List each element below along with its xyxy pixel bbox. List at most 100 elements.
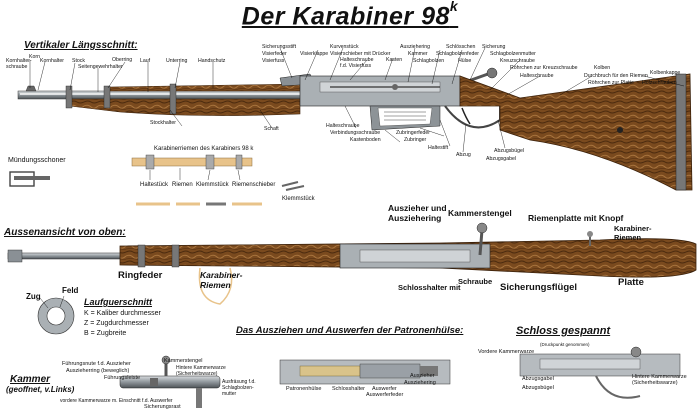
label-halteschraube-2: Halteschraube — [326, 123, 360, 129]
title-superscript: k — [449, 0, 459, 14]
label-kastenboden: Kastenboden — [350, 137, 381, 143]
label-stock: Stock — [72, 58, 85, 64]
label-stockhalter: Stockhalter — [150, 120, 176, 126]
label-verbindungsschraube: Verbindungsschraube — [330, 130, 381, 136]
label-visierfuss: Visierfuss — [262, 58, 285, 64]
label-visierschieber: Visierschieber mit Drücker — [330, 51, 391, 57]
label-abzugsgabel-cocked: Abzugsgabel — [522, 376, 554, 382]
label-riemenplatte: Riemenplatte mit Knopf — [528, 213, 624, 223]
extraction-drawing — [279, 359, 451, 385]
label-abzugsbugel-cocked: Abzugsbügel — [522, 385, 554, 391]
label-lauf: Lauf — [140, 58, 151, 64]
label-durchbruch: Durchbruch für den Riemen — [584, 73, 648, 79]
label-schlagbolzen: Schlagbolzen — [413, 58, 445, 64]
label-kolbenkappe: Kolbenkappe — [650, 70, 681, 76]
label-feld: Feld — [62, 286, 79, 295]
label-auszieherring-bew: Auszieherring (beweglich) — [66, 368, 130, 374]
label-fuhrungsleiste: Führungsleiste — [104, 375, 141, 381]
section-extraction-title: Das Ausziehen und Auswerfen der Patronen… — [236, 325, 464, 336]
label-zubringerfeder: Zubringerfeder — [396, 130, 431, 136]
label-schlagbolzenmutter: Schlagbolzenmutter — [490, 51, 536, 57]
bolt-subtitle: (geoffnet, v.Links) — [6, 385, 75, 394]
label-kammer: Kammer — [408, 51, 428, 57]
label-hintere-kammerwarze-cocked: Hintere Kammerwarze (Sicherheitswarze) — [632, 374, 687, 386]
label-ausfrasung: Ausfräsung f.d. Schlagbolzen- mutter — [222, 379, 256, 397]
section-vertical-title: Vertikaler Längsschnitt: — [24, 40, 138, 51]
label-visierklappe: Visierklappe — [300, 51, 329, 57]
label-schaft: Schaft — [264, 126, 279, 132]
label-riemen: Riemen — [172, 182, 193, 188]
label-ringfeder: Ringfeder — [118, 270, 163, 281]
bore-cross-section — [37, 295, 75, 335]
label-kornhalter-schraube: Kornhalter- schraube — [6, 58, 32, 70]
label-rohrchen-kreuzschraube: Röhrchen zur Kreuzschraube — [510, 65, 578, 71]
label-schlosschen: Schlösschen — [446, 44, 476, 50]
label-haltestuck: Haltestück — [140, 182, 169, 188]
label-bore-b: B = Zugbreite — [84, 330, 127, 337]
label-klemmstuck: Klemmstück — [196, 182, 229, 188]
label-fuhrungsnute: Führungsnute f.d. Auszieher — [62, 361, 131, 367]
label-vordere-kammerwarze-cocked: Vordere Kammerwarze — [478, 349, 535, 355]
label-sicherungsrast: Sicherungsrast — [144, 404, 181, 410]
label-ausziehering: Ausziehering — [400, 44, 430, 50]
label-korn: Korn — [29, 54, 40, 60]
label-kolben: Kolben — [594, 65, 611, 71]
page-title: Der Karabiner 98k — [0, 0, 700, 31]
label-oberring: Oberring — [112, 57, 133, 63]
label-ausziehring-outside: Auszieher und Ausziehering — [388, 203, 447, 223]
label-hulse: Hülse — [458, 58, 472, 64]
section-outside-title: Aussenansicht von oben: — [4, 227, 126, 238]
label-schlosshalter-outside: Schlosshalter mit — [398, 283, 461, 292]
label-zug: Zug — [26, 292, 41, 301]
label-seitengewehrhalter: Seitengewehrhalter — [78, 64, 123, 70]
cocked-drawing — [519, 346, 681, 399]
label-sicherungsstift: Sicherungsstift — [262, 44, 297, 50]
label-abzugsbugel: Abzugsbügel — [494, 148, 524, 154]
label-rohrchen-platte: Röhrchen zur Platte — [588, 80, 634, 86]
label-schlagbolzenfeder: Schlagbolzenfeder — [436, 51, 479, 57]
label-abzug: Abzug — [456, 152, 471, 158]
label-handschutz: Handschutz — [198, 58, 226, 64]
label-haltestift: Haltestift — [428, 145, 449, 151]
label-karabiner-riemen-right: Karabiner- Riemen — [614, 224, 652, 242]
label-abzugsgabel: Abzugsgabel — [486, 156, 516, 162]
label-halteschraube-visier: Halteschraube f.d. Visierfuss — [340, 57, 374, 69]
rifle-outside-drawing — [7, 222, 697, 305]
label-kammerstengel-outside: Kammerstengel — [448, 208, 512, 218]
section-leader-lines — [29, 47, 685, 153]
label-holzschrauben: Holzschrauben — [642, 80, 677, 86]
label-kurvenstuck: Kurvenstück — [330, 44, 359, 50]
label-kasten: Kasten — [386, 57, 403, 63]
label-druckpunkt: (Druckpunkt genommen) — [540, 342, 590, 347]
sling-parts-drawing — [9, 154, 305, 206]
rifle-section-drawing — [17, 67, 693, 191]
label-unterring: Unterring — [166, 58, 188, 64]
label-visierfeder: Visierfeder — [262, 51, 287, 57]
label-bore-k: K = Kaliber durchmesser — [84, 310, 161, 317]
label-karabiner-riemen-left: Karabiner- Riemen — [200, 270, 243, 290]
label-auswerferfeder: Auswerferfeder — [366, 392, 404, 398]
label-ausziehering-extraction: Ausziehering — [404, 380, 436, 386]
label-auswerfer: Auswerfer — [372, 386, 397, 392]
label-schlosshalter-extraction: Schlosshalter — [332, 386, 366, 392]
title-text: Der Karabiner 98 — [241, 2, 450, 31]
label-klemmstuck-2: Klemmstück — [282, 196, 315, 202]
label-vordere-kammerwarze-bolt: vordere Kammerwarze m. Einschnitt f.d. A… — [60, 398, 173, 404]
label-kammerstengel-bolt: Kammerstengel — [164, 358, 203, 364]
label-karabinerriemen-title: Karabinerriemen des Karabiners 98 k — [154, 146, 254, 152]
label-auszieher-extraction: Auszieher — [410, 373, 435, 379]
label-platte: Platte — [618, 277, 644, 288]
label-zubringer: Zubringer — [404, 137, 427, 143]
label-patronenhulse: Patronenhülse — [286, 386, 322, 392]
label-mundungsschoner: Mündungsschoner — [8, 157, 66, 164]
label-schraube-outside: Schraube — [458, 277, 493, 286]
label-hintere-kammerwarze-bolt: Hintere Kammerwarze (Sicherheitswarze) — [176, 365, 226, 377]
bore-title: Laufguerschnitt — [84, 297, 153, 307]
bolt-drawing — [119, 355, 221, 408]
label-bore-z: Z = Zugdurchmesser — [84, 320, 149, 327]
label-sicherungsflugel: Sicherungsflügel — [500, 282, 578, 293]
label-kornhalter: Kornhalter — [40, 58, 64, 64]
section-cocked-title: Schloss gespannt — [516, 325, 611, 337]
label-kreuzschraube: Kreuzschraube — [500, 58, 535, 64]
